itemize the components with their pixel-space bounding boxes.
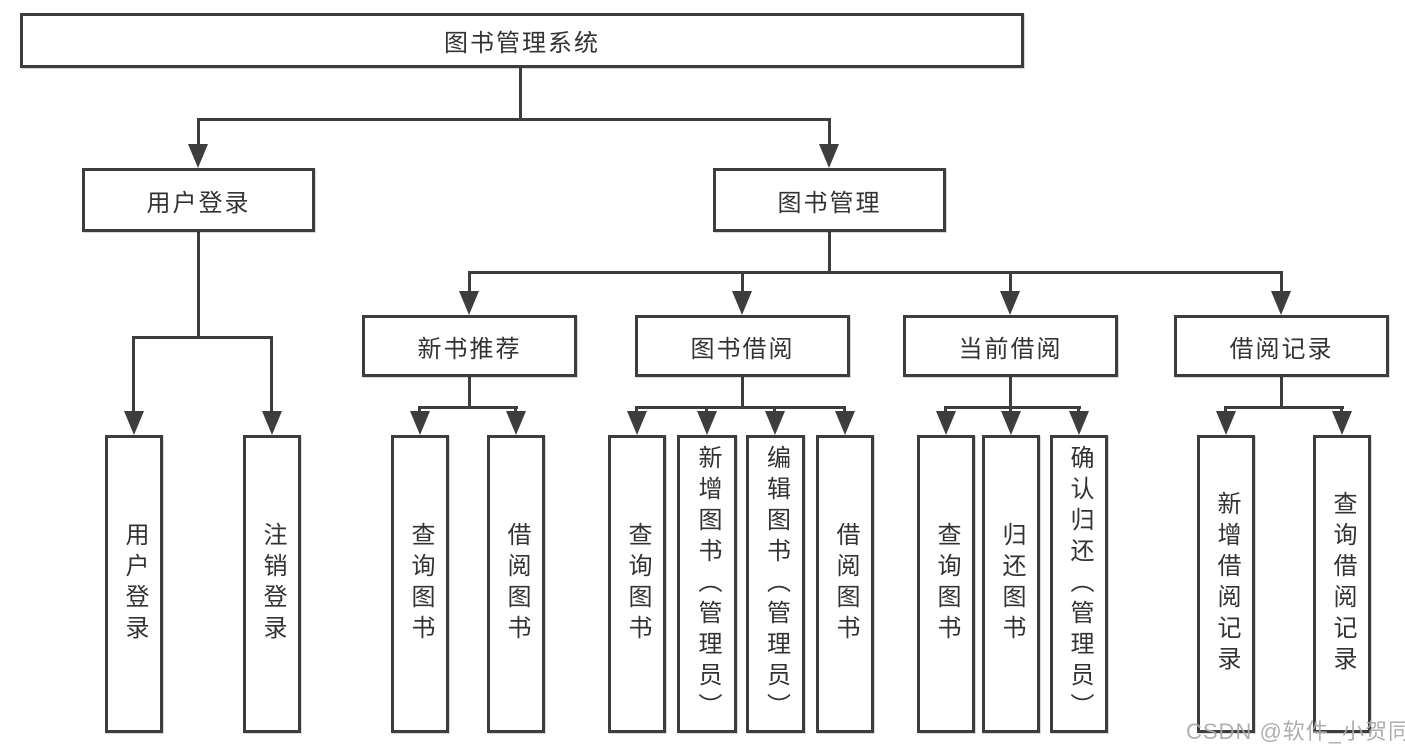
arrow-down-icon bbox=[1000, 291, 1020, 315]
connector-line bbox=[519, 68, 522, 118]
arrow-down-icon bbox=[765, 411, 785, 435]
node-new-book-recommendation: 新书推荐 bbox=[362, 315, 577, 377]
connector-line bbox=[635, 406, 846, 409]
connector-line bbox=[828, 118, 831, 146]
connector-line bbox=[468, 271, 471, 293]
node-borrowing-records: 借阅记录 bbox=[1174, 315, 1389, 377]
connector-line bbox=[1009, 377, 1012, 407]
leaf-return-book: 归还图书 bbox=[982, 435, 1040, 733]
connector-line bbox=[197, 118, 831, 121]
connector-line bbox=[741, 377, 744, 407]
node-book-borrowing: 图书借阅 bbox=[635, 315, 850, 377]
connector-line bbox=[270, 336, 273, 413]
connector-line bbox=[828, 232, 831, 273]
connector-line bbox=[773, 406, 776, 414]
leaf-query-books-borrowing: 查询图书 bbox=[608, 435, 666, 733]
arrow-down-icon bbox=[1271, 291, 1291, 315]
arrow-down-icon bbox=[627, 411, 647, 435]
connector-line bbox=[1340, 406, 1343, 414]
leaf-query-books-current: 查询图书 bbox=[917, 435, 975, 733]
connector-line bbox=[132, 336, 273, 339]
leaf-query-borrow-record: 查询借阅记录 bbox=[1313, 435, 1371, 733]
connector-line bbox=[197, 232, 200, 337]
connector-line bbox=[514, 406, 517, 414]
connector-line bbox=[1280, 271, 1283, 293]
connector-line bbox=[741, 271, 744, 293]
connector-line bbox=[843, 406, 846, 414]
arrow-down-icon bbox=[936, 411, 956, 435]
connector-line bbox=[418, 406, 421, 414]
leaf-add-borrow-record: 新增借阅记录 bbox=[1197, 435, 1255, 733]
node-library-management-system: 图书管理系统 bbox=[20, 13, 1024, 68]
connector-line bbox=[1009, 271, 1012, 293]
connector-line bbox=[1280, 377, 1283, 407]
connector-line bbox=[944, 406, 947, 414]
leaf-add-book-admin: 新增图书（管理员） bbox=[677, 435, 737, 733]
leaf-borrow-books-borrowing: 借阅图书 bbox=[816, 435, 874, 733]
arrow-down-icon bbox=[819, 144, 839, 168]
connector-line bbox=[1224, 406, 1344, 409]
node-book-management: 图书管理 bbox=[713, 168, 946, 232]
arrow-down-icon bbox=[1332, 411, 1352, 435]
leaf-edit-book-admin: 编辑图书（管理员） bbox=[746, 435, 805, 733]
arrow-down-icon bbox=[732, 291, 752, 315]
arrow-down-icon bbox=[459, 291, 479, 315]
arrow-down-icon bbox=[697, 411, 717, 435]
arrow-down-icon bbox=[410, 411, 430, 435]
leaf-confirm-return-admin: 确认归还（管理员） bbox=[1050, 435, 1108, 733]
arrow-down-icon bbox=[188, 144, 208, 168]
arrow-down-icon bbox=[835, 411, 855, 435]
connector-line bbox=[1224, 406, 1227, 414]
arrow-down-icon bbox=[124, 411, 144, 435]
leaf-query-books-recommend: 查询图书 bbox=[391, 435, 449, 733]
connector-line bbox=[944, 406, 1081, 409]
watermark: CSDN @软件_小贺同学 bbox=[1186, 719, 1405, 744]
leaf-user-login: 用户登录 bbox=[105, 435, 163, 733]
arrow-down-icon bbox=[1069, 411, 1089, 435]
arrow-down-icon bbox=[262, 411, 282, 435]
connector-line bbox=[1009, 406, 1012, 414]
connector-line bbox=[132, 336, 135, 413]
arrow-down-icon bbox=[1216, 411, 1236, 435]
node-user-login-branch: 用户登录 bbox=[82, 168, 315, 232]
connector-line bbox=[705, 406, 708, 414]
arrow-down-icon bbox=[506, 411, 526, 435]
connector-line bbox=[635, 406, 638, 414]
leaf-logout: 注销登录 bbox=[243, 435, 301, 733]
connector-line bbox=[468, 377, 471, 407]
connector-line bbox=[418, 406, 518, 409]
connector-line bbox=[468, 271, 1283, 274]
node-current-borrowing: 当前借阅 bbox=[903, 315, 1118, 377]
arrow-down-icon bbox=[1001, 411, 1021, 435]
connector-line bbox=[1077, 406, 1080, 414]
leaf-borrow-books-recommend: 借阅图书 bbox=[487, 435, 545, 733]
connector-line bbox=[197, 118, 200, 146]
